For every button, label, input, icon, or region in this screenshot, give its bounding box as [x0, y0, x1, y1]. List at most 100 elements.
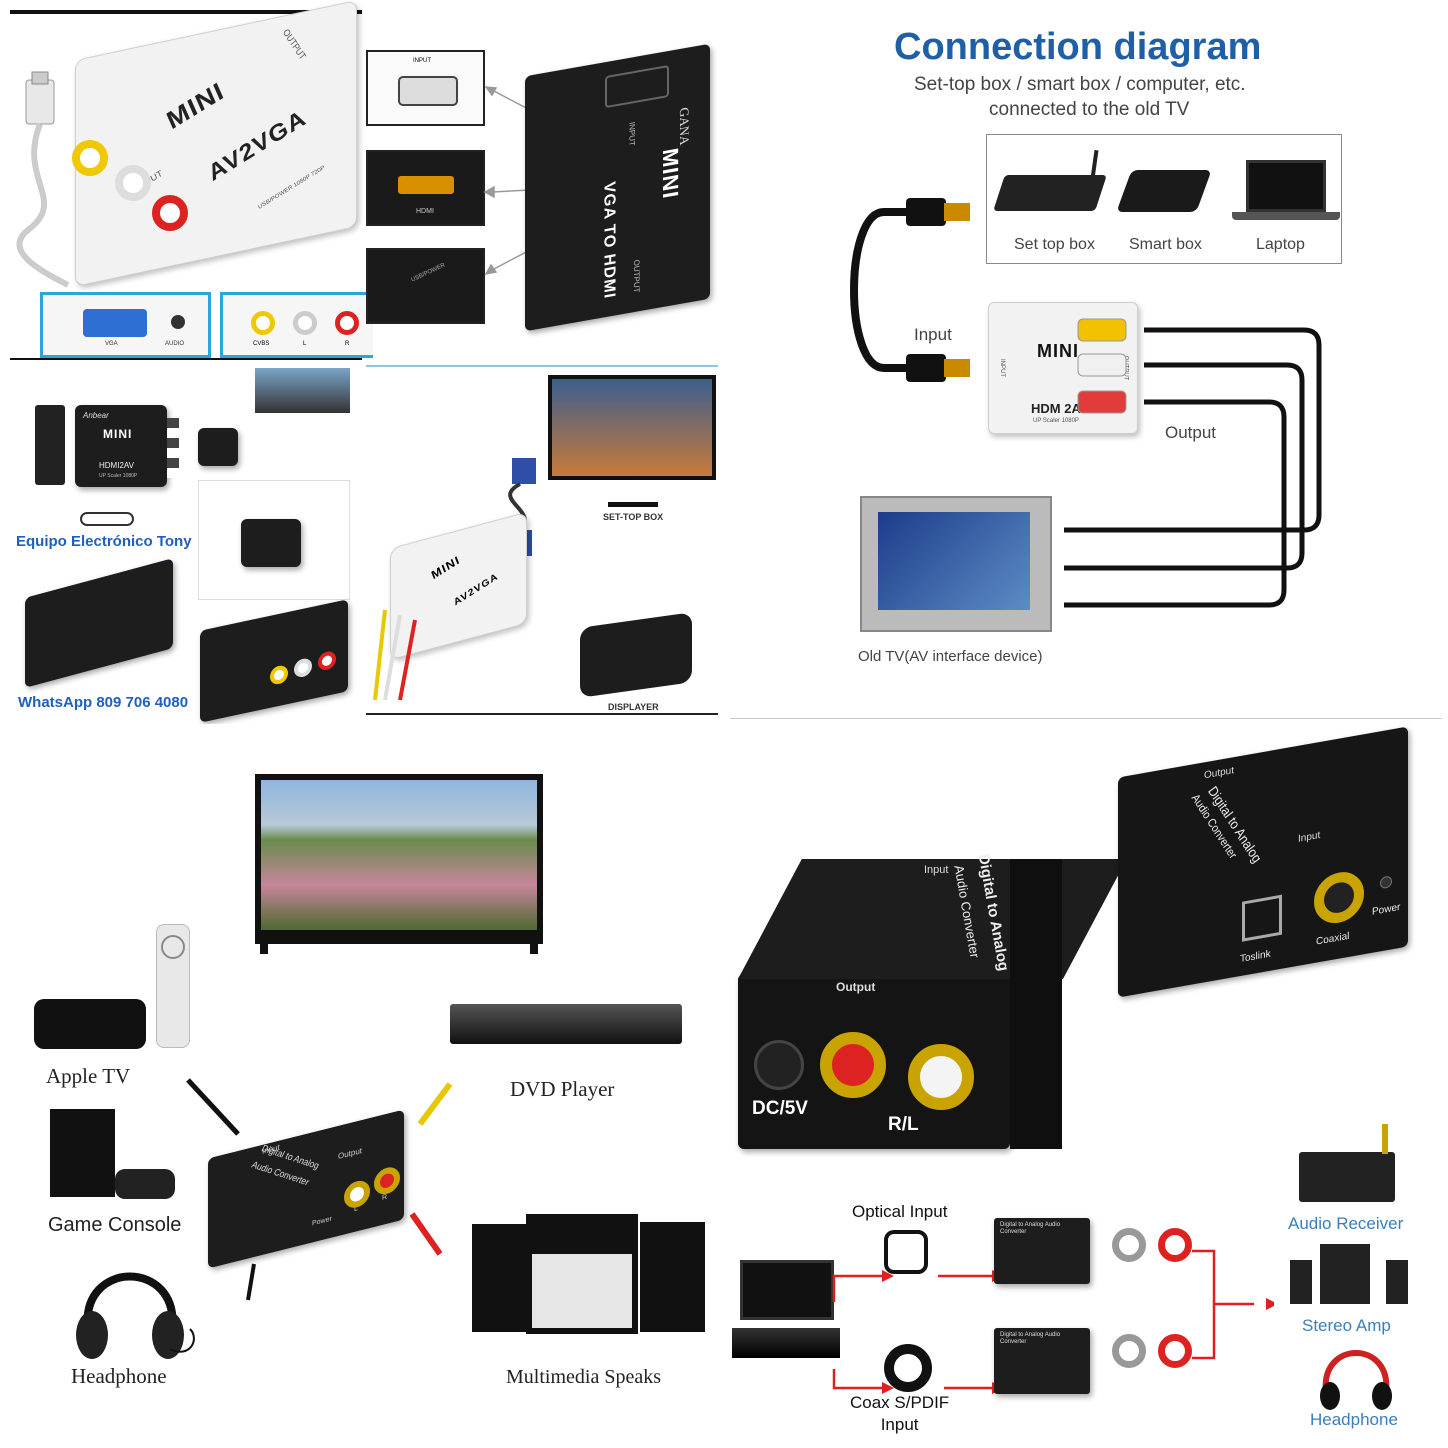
- apple-tv-icon: [34, 999, 146, 1049]
- rca-cable: [1064, 399, 1287, 608]
- white-rca-jack: [115, 165, 151, 201]
- red-rca-jack: [318, 649, 336, 672]
- power-led-icon: [1380, 875, 1392, 890]
- rca-cable-run: [1064, 318, 1322, 608]
- hdmi2av-angle-photo: [25, 558, 173, 688]
- optical-port-icon: [884, 1230, 928, 1274]
- laptop-base-icon: [1232, 212, 1340, 220]
- product-model: VGA TO HDMI: [600, 180, 618, 301]
- optical-input-label: Optical Input: [852, 1202, 948, 1221]
- mini-dac-optical-icon: Digital to Analog Audio Converter: [994, 1218, 1090, 1284]
- connection-diagram-panel: Connection diagram Set-top box / smart b…: [724, 0, 1448, 724]
- console-icon: [50, 1109, 115, 1197]
- white-rca-jack: [1112, 1334, 1146, 1368]
- top-rule: [10, 10, 362, 14]
- usb-label: USB/POWER 1080P 720P: [257, 165, 326, 211]
- headphone-icon: [1320, 1350, 1392, 1410]
- quad-divider: [730, 718, 1442, 719]
- maker-label: GANA: [676, 106, 692, 147]
- input-label: INPUT: [627, 121, 637, 147]
- hdmi2av-thumb: [241, 519, 301, 567]
- product-model: AV2VGA: [204, 104, 311, 187]
- product-brand: MINI: [429, 552, 462, 583]
- apple-remote-icon: [156, 924, 190, 1048]
- r-jack-icon: [335, 311, 359, 335]
- arrow-head: [1266, 1298, 1274, 1310]
- arrow-head: [882, 1270, 894, 1282]
- product-brand: MINI: [103, 427, 133, 441]
- monitor-stand: [608, 480, 658, 507]
- subwoofer-face: [532, 1254, 632, 1328]
- coax-port-icon: [884, 1344, 932, 1392]
- l-label: L: [303, 341, 307, 347]
- controller-icon: [115, 1169, 175, 1199]
- game-console-label: Game Console: [48, 1214, 182, 1236]
- vga-label: VGA: [105, 341, 118, 347]
- callout-arrows: [483, 86, 531, 276]
- dvd-player-label: DVD Player: [510, 1077, 615, 1101]
- power-label: Power: [1372, 901, 1401, 918]
- product-model: AV2VGA: [452, 571, 500, 609]
- cvbs-jack-icon: [251, 311, 275, 335]
- rca-port-panel: CVBS L R: [220, 292, 373, 358]
- dac-converter-panel: Output DC/5V R/L Digital to Analog Audio…: [724, 724, 1448, 1448]
- in-label: INPUT: [999, 359, 1005, 377]
- l-jack-icon: [293, 311, 317, 335]
- product-model: HDM 2AV: [1031, 401, 1089, 416]
- rca-plug: [1077, 318, 1127, 342]
- red-rca-jack: [820, 1032, 886, 1098]
- remote-wheel: [161, 935, 185, 959]
- vga-to-hdmi-product-photo: MINI VGA TO HDMI GANA INPUT OUTPUT: [525, 43, 710, 332]
- callout-usb-label: USB/POWER: [410, 262, 447, 284]
- divider-blue: [366, 365, 718, 367]
- white-rca-jack: [908, 1044, 974, 1110]
- callout-input-label: INPUT: [413, 58, 431, 64]
- old-tv-icon: [860, 496, 1052, 632]
- seller-whatsapp: WhatsApp 809 706 4080: [18, 694, 189, 711]
- baseline: [366, 713, 718, 715]
- output-label: Output: [1165, 423, 1217, 442]
- diagram-subtitle-1: Set-top box / smart box / computer, etc.: [914, 74, 1246, 95]
- red-rca-jack: [1158, 1334, 1192, 1368]
- scaler-label: UP Scaler 1080P: [99, 473, 138, 479]
- vga-port-icon: [605, 64, 669, 109]
- hdmi-cable-icon: [850, 198, 970, 382]
- mid-rule: [10, 358, 362, 360]
- flow-arrow: [1192, 1249, 1216, 1360]
- subwoofer-icon: [526, 1214, 638, 1334]
- red-rca-jack: [1158, 1228, 1192, 1262]
- laptop-screen-icon: [1246, 160, 1326, 212]
- r-label: R: [345, 341, 350, 347]
- source-devices-box: [986, 134, 1342, 264]
- toslink-port-icon: [1242, 894, 1282, 942]
- product-collage-panel: MINI AV2VGA INPUT OUTPUT USB/POWER 1080P…: [0, 0, 724, 724]
- tv-photo: [255, 368, 350, 413]
- audio-label: AUDIO: [165, 341, 185, 347]
- arrow-head: [882, 1382, 894, 1394]
- dvd-player-icon: [450, 1004, 682, 1044]
- tv-screen: [878, 512, 1030, 610]
- seller-name: Equipo Electrónico Tony: [16, 533, 192, 550]
- coax-input-label: Coax S/PDIF Input: [850, 1393, 950, 1434]
- rca-cables-icon: [373, 609, 417, 701]
- headphone-label: Headphone: [1310, 1410, 1398, 1429]
- hdmi-callout: HDMI: [366, 150, 485, 226]
- dac-top-face: [738, 859, 1127, 979]
- maker-label: Anbear: [83, 411, 109, 420]
- audio-receiver-icon: [1299, 1152, 1395, 1202]
- white-rca-jack: [1112, 1228, 1146, 1262]
- small-converter-photo: [198, 428, 238, 466]
- apple-tv-label: Apple TV: [46, 1064, 131, 1088]
- audio-jack-icon: [171, 315, 185, 329]
- output-label: OUTPUT: [280, 26, 309, 62]
- rca-side-view: [167, 418, 179, 478]
- dac-front-photo: Output DC/5V R/L: [738, 974, 1010, 1149]
- hdmi2av-front-photo: Anbear MINI HDMI2AV UP Scaler 1080P: [75, 405, 167, 487]
- displayer-label: DISPLAYER: [608, 702, 659, 712]
- rca-plug: [1077, 390, 1127, 414]
- dac-rear-photo: Output Digital to Analog Audio Converter…: [1118, 726, 1408, 998]
- rca-cable: [1064, 327, 1322, 533]
- speaker-right-icon: [640, 1222, 705, 1332]
- coaxial-jack-icon: [1314, 868, 1364, 928]
- usb-cable-icon: [16, 71, 70, 288]
